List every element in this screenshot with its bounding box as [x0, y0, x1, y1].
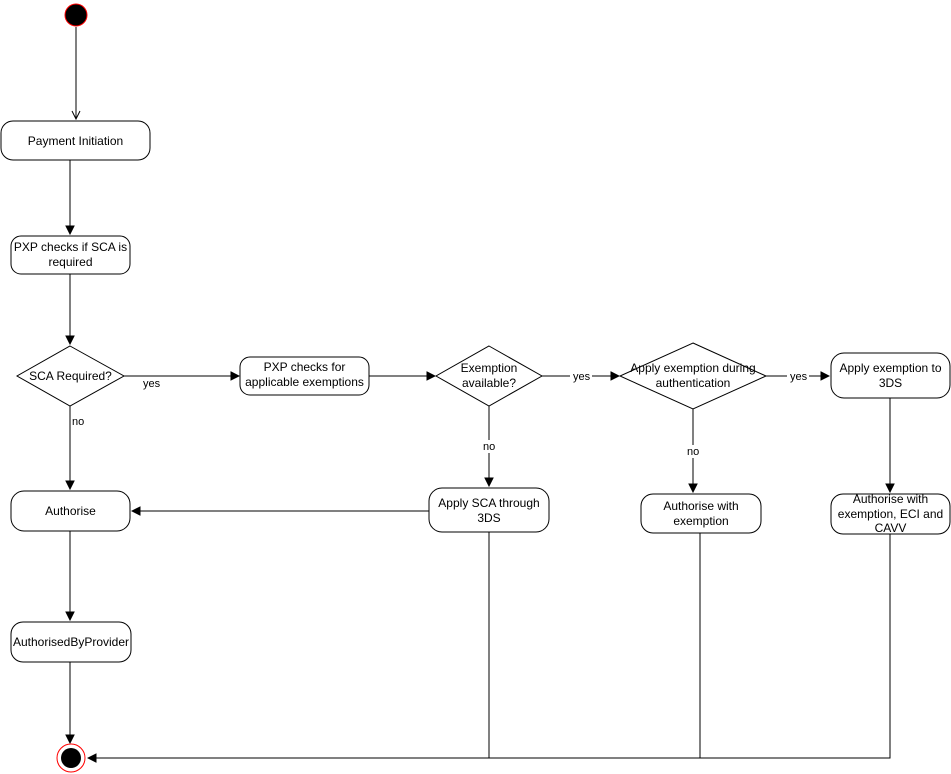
label-during-auth-yes: yes: [790, 371, 808, 383]
authorise-eci-cavv-node: Authorise with exemption, ECI and CAVV: [830, 492, 951, 535]
label-exemption-no-bg: [482, 440, 497, 453]
exemption-available-decision: Exemption available?: [434, 345, 544, 407]
label-exemption-yes: yes: [573, 371, 591, 383]
apply-exemption-during-auth-decision: Apply exemption during authentication: [618, 342, 768, 410]
authorise-label: Authorise: [45, 504, 96, 518]
authorise-with-exemption-node: Authorise with exemption: [640, 493, 762, 534]
apply-sca-3ds-line2: 3DS: [477, 511, 500, 525]
apply-exemption-3ds-line2: 3DS: [879, 376, 902, 390]
pxp-checks-exemptions-line1: PXP checks for: [264, 360, 346, 374]
apply-sca-3ds-line1: Apply SCA through: [438, 496, 539, 510]
payment-initiation-node: Payment Initiation: [0, 120, 151, 161]
label-sca-yes: yes: [143, 378, 161, 390]
apply-exemption-3ds-line1: Apply exemption to: [839, 361, 941, 375]
end-node: [56, 743, 86, 773]
edge-eci-to-end: [88, 534, 891, 758]
exemption-available-line1: Exemption: [461, 361, 518, 375]
authorise-eci-cavv-line2: exemption, ECI and: [838, 507, 943, 521]
label-during-auth-yes-bg: [787, 369, 809, 382]
authorise-eci-cavv-line1: Authorise with: [853, 492, 928, 506]
authorised-by-provider-node: AuthorisedByProvider: [10, 621, 132, 663]
pxp-checks-exemptions-node: PXP checks for applicable exemptions: [239, 356, 370, 396]
authorise-with-exemption-line1: Authorise with: [663, 499, 738, 513]
exemption-available-line2: available?: [462, 376, 516, 390]
pxp-checks-sca-label-line1: PXP checks if SCA is: [14, 240, 127, 254]
label-exemption-yes-bg: [570, 369, 592, 382]
pxp-checks-sca-node: PXP checks if SCA is required: [10, 235, 131, 275]
authorise-with-exemption-line2: exemption: [673, 514, 728, 528]
apply-exemption-during-auth-line2: authentication: [656, 376, 731, 390]
authorise-eci-cavv-line3: CAVV: [875, 521, 907, 535]
payment-initiation-label: Payment Initiation: [28, 134, 123, 148]
pxp-checks-exemptions-line2: applicable exemptions: [245, 375, 364, 389]
start-node: [64, 3, 88, 27]
apply-exemption-during-auth-line1: Apply exemption during: [630, 361, 755, 375]
authorise-node: Authorise: [10, 490, 131, 532]
authorised-by-provider-label: AuthorisedByProvider: [13, 635, 129, 649]
apply-sca-3ds-node: Apply SCA through 3DS: [428, 487, 550, 533]
apply-exemption-3ds-node: Apply exemption to 3DS: [830, 352, 951, 399]
pxp-checks-sca-label-line2: required: [48, 255, 92, 269]
label-during-auth-no-bg: [685, 445, 701, 458]
label-during-auth-no: no: [687, 446, 699, 458]
label-exemption-no: no: [483, 441, 495, 453]
sca-required-decision: SCA Required?: [15, 345, 126, 407]
sca-required-label: SCA Required?: [29, 369, 112, 383]
label-sca-no: no: [72, 416, 84, 428]
